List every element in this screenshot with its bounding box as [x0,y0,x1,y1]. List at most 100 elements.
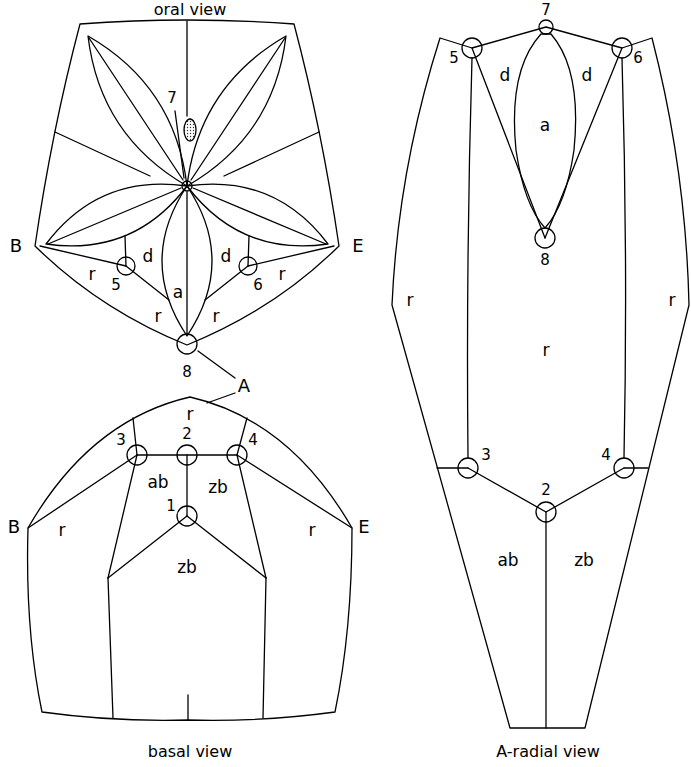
suture-line [205,266,248,300]
ambulacrum-midline [191,38,285,180]
suture-line [248,246,334,266]
suture-line [545,48,622,238]
plate-label: ab [496,552,519,569]
view-title: A-radial view [495,744,601,760]
suture-line [248,236,249,266]
plate-label: r [186,406,195,423]
callout-number: 5 [448,51,460,66]
junction-circle [462,38,482,58]
callout-number: 6 [632,51,644,66]
orientation-letter: B [7,518,21,536]
junction-circle [614,458,634,478]
junction-circle [535,228,555,248]
plate-label: r [668,292,677,309]
view-title: basal view [147,744,233,760]
suture-line [55,132,150,176]
suture-line [468,468,624,512]
suture-line [126,266,169,300]
plate-label: r [154,308,163,325]
theca-outline [35,20,339,345]
ambulacrum [46,184,187,246]
junction-circle [177,334,197,354]
callout-number: 2 [181,427,193,442]
suture-line [224,132,319,176]
suture-line [186,21,187,116]
ambulacrum [162,186,212,336]
leader-line [175,111,184,178]
suture-line [622,58,626,458]
plate-label: r [542,342,551,359]
ambulacrum [88,36,187,186]
plate-label: zb [207,479,229,496]
callout-number: 2 [540,483,552,498]
ambulacrum-midline [48,188,181,244]
callout-number: 3 [480,448,492,463]
theca-outline [392,27,689,728]
junction-circle [182,181,192,191]
suture-line [472,48,545,238]
leader-line [207,393,235,403]
junction-circle [239,257,257,275]
ambulacrum-midline [193,188,326,244]
view-title: oral view [153,2,228,18]
junction-circle [177,506,197,526]
plate-label: a [172,284,184,301]
suture-line [186,455,187,516]
suture-line [108,578,113,718]
suture-line [624,467,648,468]
plate-label: r [406,292,415,309]
plate-label: r [308,522,317,539]
suture-line [187,695,188,720]
ambulacrum-midline [89,38,183,180]
plate-label: d [499,67,512,84]
junction-circle [536,502,556,522]
callout-number: 4 [600,448,612,463]
suture-line [28,455,137,528]
junction-circle [177,445,197,465]
plate-label: r [212,308,221,325]
ambulacrum [187,36,286,186]
suture-line [133,418,137,455]
orientation-letter: A [237,377,251,395]
junction-circle [117,257,135,275]
plate-label: a [539,117,551,134]
ambulacrum [514,34,575,228]
orientation-letter: B [9,237,23,255]
suture-line [437,467,468,468]
orientation-letter: E [357,518,370,536]
plate-label: zb [573,552,595,569]
plate-label: d [220,248,233,265]
suture-line [237,455,352,528]
suture-line [187,516,266,578]
callout-number: 4 [247,433,259,448]
plate-label: ab [146,474,169,491]
plate-label: zb [176,559,198,576]
callout-number: 6 [252,278,264,293]
plate-label: d [581,67,594,84]
suture-line [468,58,473,458]
ambulacrum [187,184,328,246]
junction-circle [539,20,553,34]
callout-number: 7 [166,91,178,106]
suture-line [125,236,126,266]
suture-line [545,512,546,728]
callout-number: 5 [110,278,122,293]
ambulacrum-midline [186,192,187,334]
anal-opening [184,119,196,141]
callout-number: 3 [115,433,127,448]
theca-outline [28,397,352,720]
suture-line [40,246,126,266]
junction-circle [612,38,632,58]
junction-circle [127,445,147,465]
suture-line [263,578,266,718]
junction-circle [458,458,478,478]
plate-label: r [58,522,67,539]
plate-label: d [142,248,155,265]
suture-line [108,455,137,578]
callout-number: 1 [165,499,177,514]
callout-number: 7 [540,3,552,18]
callout-number: 8 [539,253,551,268]
